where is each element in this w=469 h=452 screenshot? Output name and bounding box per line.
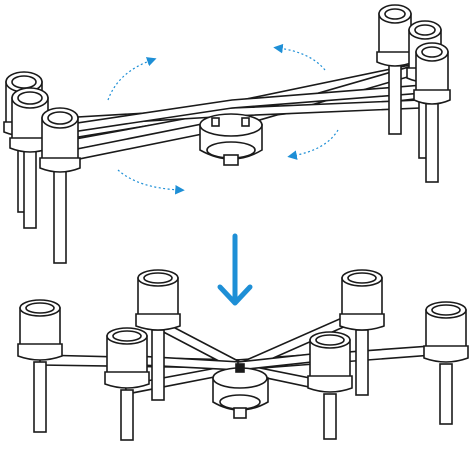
rotation-arrow-upper-left (107, 57, 157, 101)
rotation-arrow-lower-left (117, 169, 185, 195)
rotation-arrows (107, 43, 339, 195)
unfolded-center-hub (212, 363, 269, 419)
folded-drone (3, 4, 451, 264)
rotation-arrow-upper-right (273, 43, 326, 71)
left-motors (3, 71, 81, 264)
center-hub (199, 113, 263, 166)
rotation-arrow-lower-right (287, 129, 339, 160)
arrow-down-icon (217, 233, 253, 306)
unfolded-motors (17, 269, 469, 441)
unfolded-drone (17, 269, 469, 441)
right-motors (376, 4, 451, 183)
